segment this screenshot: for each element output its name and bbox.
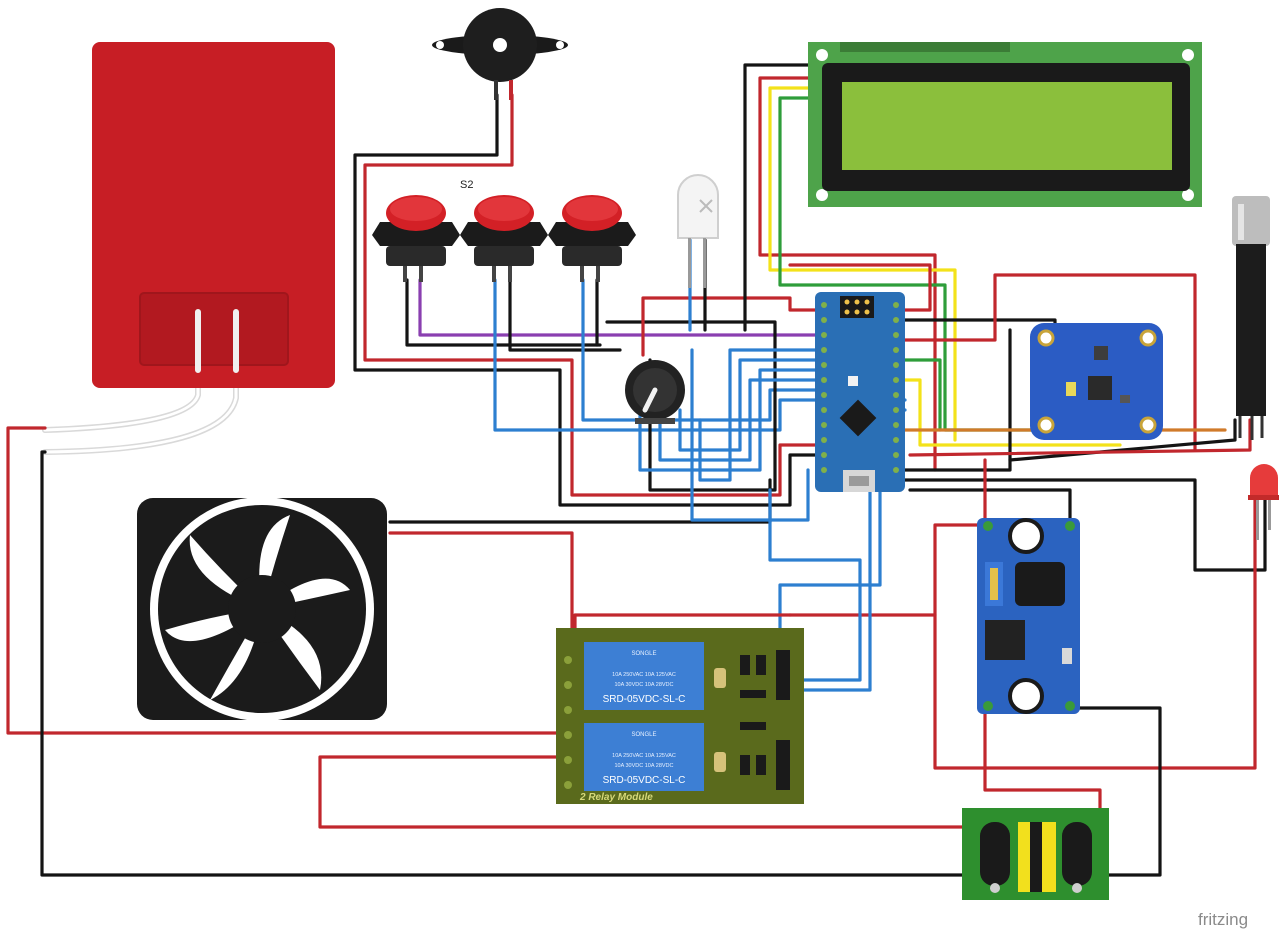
ac-dc-power-module <box>962 808 1109 900</box>
relay-model-2: SRD-05VDC-SL-C <box>603 775 686 786</box>
relay-brand-1: SONGLE <box>631 651 656 657</box>
wire-blue-loop <box>690 348 810 522</box>
push-button-1[interactable] <box>372 195 460 282</box>
wire-pot-blue-4 <box>698 348 822 482</box>
wire-heater-lead-1b <box>43 368 200 432</box>
push-button-2[interactable] <box>460 195 548 282</box>
imu-sensor-board <box>1030 323 1163 440</box>
buzzer <box>432 8 568 100</box>
relay-rating-1b: 10A 30VDC 10A 28VDC <box>614 682 673 688</box>
wire-lcd-yellow <box>768 86 957 442</box>
wire-button1-black <box>405 278 602 347</box>
wire-sensor-black <box>898 318 1057 332</box>
wire-sensor-red <box>898 273 1197 452</box>
wire-pot-blue-3 <box>678 358 822 452</box>
wire-buzzer-black <box>353 93 822 507</box>
red-led <box>1248 464 1279 540</box>
wire-black-mains-bottom <box>40 450 967 877</box>
button-group-label: S2 <box>460 179 473 191</box>
relay-rating-2a: 10A 250VAC 10A 125VAC <box>612 753 676 759</box>
wire-redled-red <box>933 498 1257 770</box>
wire-relay-blue-2 <box>768 488 862 682</box>
wire-fan-red <box>388 531 574 642</box>
wire-red-lcd-2 <box>788 263 932 312</box>
relay-coil-2: SONGLE 10A 250VAC 10A 125VAC 10A 30VDC 1… <box>584 723 704 791</box>
wire-sensor-black-2 <box>903 328 1012 472</box>
push-button-3[interactable] <box>548 195 636 282</box>
relay-module: SONGLE 10A 250VAC 10A 125VAC 10A 30VDC 1… <box>556 628 804 804</box>
wire-red-relay-to-power <box>318 755 967 829</box>
temperature-probe <box>1232 196 1270 440</box>
wire-buzzer-red <box>363 93 822 497</box>
relay-rating-2b: 10A 30VDC 10A 28VDC <box>614 763 673 769</box>
potentiometer[interactable] <box>625 360 685 424</box>
wire-buck-black-bottom <box>1070 706 1162 877</box>
relay-rating-1a: 10A 250VAC 10A 125VAC <box>612 672 676 678</box>
wire-pot-blue-1 <box>638 368 822 472</box>
relay-coil-1: SONGLE 10A 250VAC 10A 125VAC 10A 30VDC 1… <box>584 642 704 710</box>
relay-module-label: 2 Relay Module <box>579 792 653 803</box>
wire-lcd-black <box>743 63 812 332</box>
fritzing-watermark: fritzing <box>1198 910 1248 929</box>
cooling-fan <box>137 497 387 721</box>
arduino-nano <box>815 292 905 492</box>
relay-brand-2: SONGLE <box>631 732 656 738</box>
wire-probe-red <box>908 418 1252 457</box>
wire-red-mains-left <box>6 426 562 735</box>
wire-buck-black-top <box>908 488 1072 524</box>
wire-red-bus <box>641 296 822 357</box>
white-led <box>677 174 719 288</box>
wire-sensor-yellow <box>903 378 1122 447</box>
wire-redled-black <box>903 478 1267 572</box>
wire-sensor-green <box>903 358 942 432</box>
wire-lcd-red <box>758 76 937 472</box>
lcd-display <box>808 42 1202 207</box>
wire-button2-blue <box>493 278 822 432</box>
wire-black-bus <box>605 320 777 492</box>
heater-pad <box>92 42 335 388</box>
wire-button2-black <box>508 278 622 352</box>
wire-button3-blue <box>581 278 822 422</box>
wire-fan-black <box>388 478 772 524</box>
wire-button1-purple <box>418 278 822 337</box>
lcd-header-pins <box>840 42 1010 52</box>
relay-model-1: SRD-05VDC-SL-C <box>603 694 686 705</box>
buck-converter <box>977 518 1080 714</box>
wire-heater-lead-2b <box>43 368 238 454</box>
wire-pot-blue-2 <box>658 378 822 462</box>
